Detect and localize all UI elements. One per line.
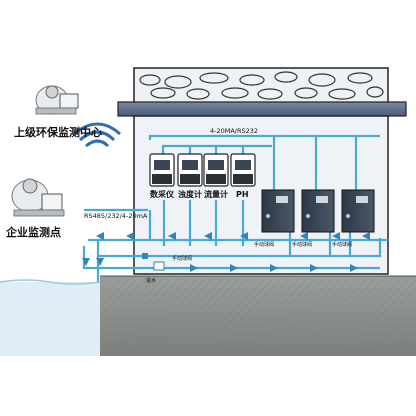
wifi-signal-icon [73,122,122,148]
valve-icon [142,253,165,271]
label-meter-turbidity: 浊度计 [178,189,202,199]
roof-beam [117,101,407,117]
label-valve: 手动球阀 [254,241,274,248]
ground [100,275,416,356]
label-interface-left: RS485/232/4-20mA [84,212,148,220]
pipe-network [82,134,388,300]
label-valve: 手动球阀 [172,255,192,262]
label-meter-ph: PH [236,190,249,199]
label-inlet: 进水 [146,277,156,284]
computer-operator-icon [11,178,65,217]
label-enterprise-point: 企业监测点 [5,225,61,239]
label-valve: 手动球阀 [292,241,312,248]
meter-unit-icon [149,153,256,187]
computer-operator-icon [35,85,79,115]
label-valve: 手动球阀 [332,241,352,248]
flow-arrow-icon [82,232,370,272]
label-upper-center: 上级环保监测中心 [14,125,102,139]
label-meter-flow: 流量计 [204,189,228,199]
label-interface-top: 4-20MA/RS232 [210,127,258,135]
control-cabinet-icon [261,189,375,233]
label-meter-data: 数采仪 [150,189,175,199]
water-body [0,279,101,356]
